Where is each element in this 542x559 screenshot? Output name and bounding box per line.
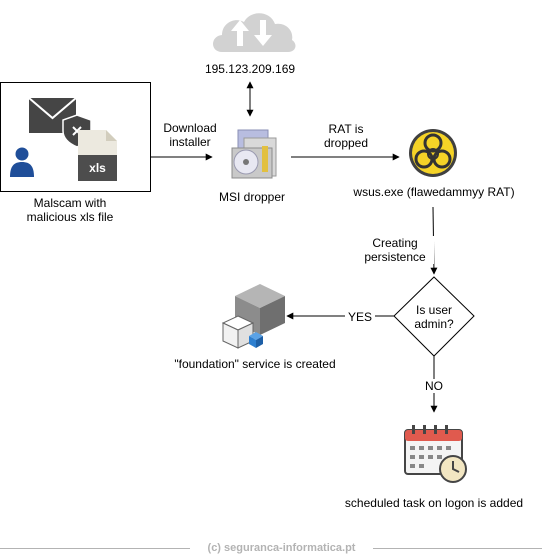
edge-persistence-line2: persistence [364,250,426,264]
edge-persistence-line1: Creating [372,236,418,250]
calendar-clock-icon [404,425,467,483]
msi-installer-icon [231,129,277,179]
cloud-transfer-icon [213,13,296,53]
malscam-label: Malscam with malicious xls file [5,196,135,224]
xls-file-icon [78,130,117,181]
decision-text: Is user admin? [404,303,464,331]
decision-text-line2: admin? [414,317,454,331]
msi-dropper-label: MSI dropper [218,190,286,204]
decision-diamond [393,276,475,357]
edge-download-line2: installer [169,135,211,149]
email-shield-icon [28,97,92,148]
task-label: scheduled task on logon is added [344,496,524,510]
rat-label: wsus.exe (flawedammyy RAT) [353,185,515,199]
user-icon [10,147,34,177]
decision-text-line1: Is user [415,303,452,317]
service-cubes-icon [221,284,285,349]
edge-download-line1: Download [163,121,217,135]
edge-download-label: Download installer [155,121,225,149]
edge-dropped-line2: dropped [323,136,369,150]
edge-yes-label: YES [345,310,375,324]
edge-persistence-label: Creating persistence [356,236,434,264]
service-label: "foundation" service is created [174,357,336,371]
footer-copyright: (c) seguranca-informatica.pt [207,542,356,554]
ip-address-label: 195.123.209.169 [204,62,296,76]
malscam-label-line1: Malscam with [33,196,107,210]
edge-no-label: NO [422,379,446,393]
malscam-label-line2: malicious xls file [26,210,114,224]
edge-dropped-label: RAT is dropped [312,122,380,150]
xls-file-tag: xls [89,161,106,175]
edge-dropped-line1: RAT is [328,122,364,136]
biohazard-icon [409,129,457,177]
